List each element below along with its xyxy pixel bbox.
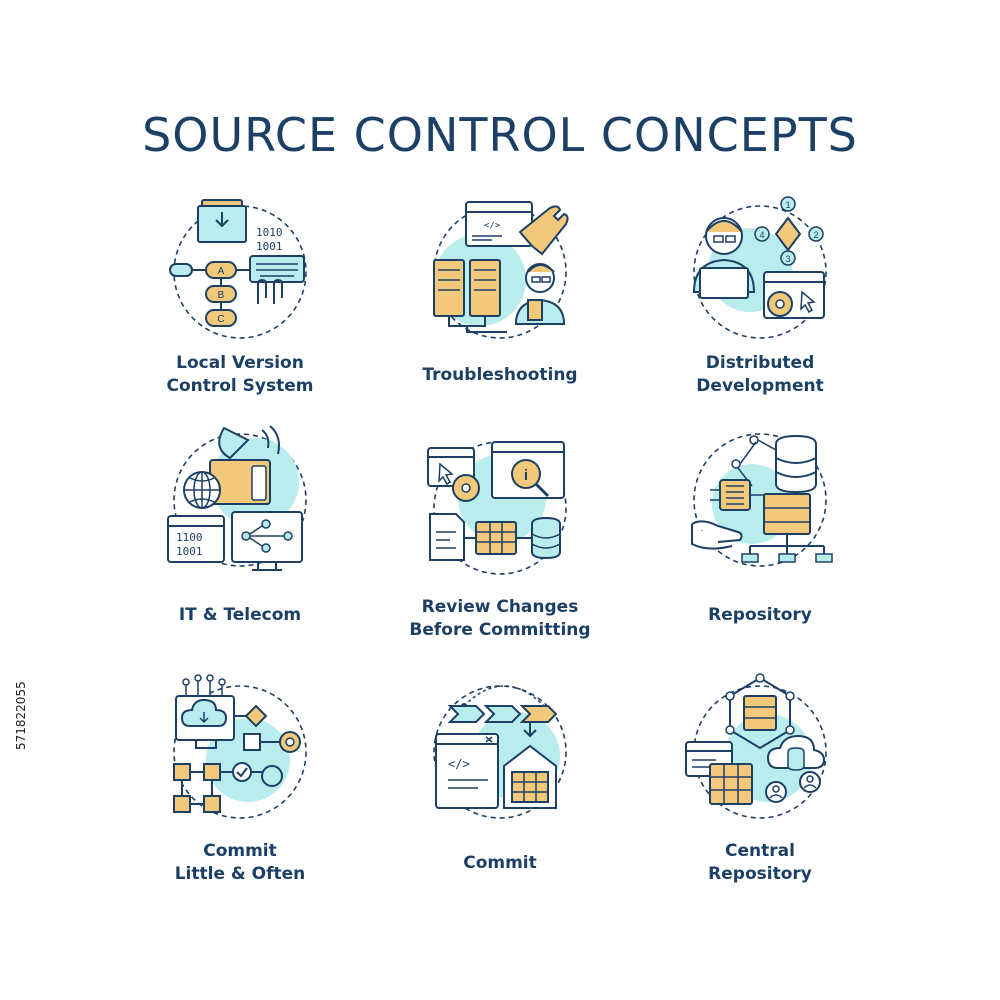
label-central-repository: Central Repository xyxy=(708,841,812,884)
step-4: 4 xyxy=(759,230,764,240)
label-commit-little-often: Commit Little & Often xyxy=(174,841,306,884)
binary-text-2: 1001 xyxy=(256,240,283,253)
it-telecom-icon: 1100 1001 xyxy=(160,420,320,580)
concept-repository: Repository xyxy=(620,420,900,660)
commit-icon: </> xyxy=(420,672,580,832)
node-c: C xyxy=(217,314,224,325)
label-repository: Repository xyxy=(708,605,812,625)
central-repository-icon xyxy=(680,672,840,832)
distributed-development-icon: 1 2 3 4 xyxy=(680,192,840,352)
concept-central-repository: Central Repository xyxy=(620,672,900,912)
troubleshooting-icon: </> xyxy=(420,192,580,352)
label-it-telecom: IT & Telecom xyxy=(178,605,302,625)
concept-commit-little-often: Commit Little & Often xyxy=(100,672,380,912)
step-2: 2 xyxy=(813,230,818,240)
binary-text-4: 1001 xyxy=(176,545,203,558)
page-title: SOURCE CONTROL CONCEPTS xyxy=(142,108,858,162)
stock-id-text: 571822055 xyxy=(14,681,28,750)
info-glyph: i xyxy=(524,467,528,484)
step-1: 1 xyxy=(785,200,790,210)
concept-distributed-development: 1 2 3 4 Distributed Development xyxy=(620,192,900,432)
concept-review-changes: i Review Changes Before Committing xyxy=(360,428,640,668)
node-b: B xyxy=(218,290,225,301)
label-commit: Commit xyxy=(463,853,537,873)
binary-text-3: 1100 xyxy=(176,531,203,544)
label-troubleshooting: Troubleshooting xyxy=(422,365,578,385)
label-local-vcs: Local Version Control System xyxy=(166,353,314,396)
concept-commit: </> Commit xyxy=(360,672,640,912)
code-text-2: </> xyxy=(448,757,470,771)
label-review-changes: Review Changes Before Committing xyxy=(409,597,591,640)
code-text: </> xyxy=(484,221,501,231)
concept-it-telecom: 1100 1001 IT & Telecom xyxy=(100,420,380,660)
concept-troubleshooting: </> Troubleshooting xyxy=(360,192,640,432)
repository-icon xyxy=(680,420,840,580)
node-a: A xyxy=(218,266,225,277)
concept-local-vcs: 1010 1001 A B C Local Version Control Sy… xyxy=(100,192,380,432)
review-changes-icon: i xyxy=(420,428,580,588)
binary-text-1: 1010 xyxy=(256,226,283,239)
local-vcs-icon: 1010 1001 A B C xyxy=(160,192,320,352)
step-3: 3 xyxy=(785,254,790,264)
label-distributed-development: Distributed Development xyxy=(696,353,824,396)
commit-little-often-icon xyxy=(160,672,320,832)
